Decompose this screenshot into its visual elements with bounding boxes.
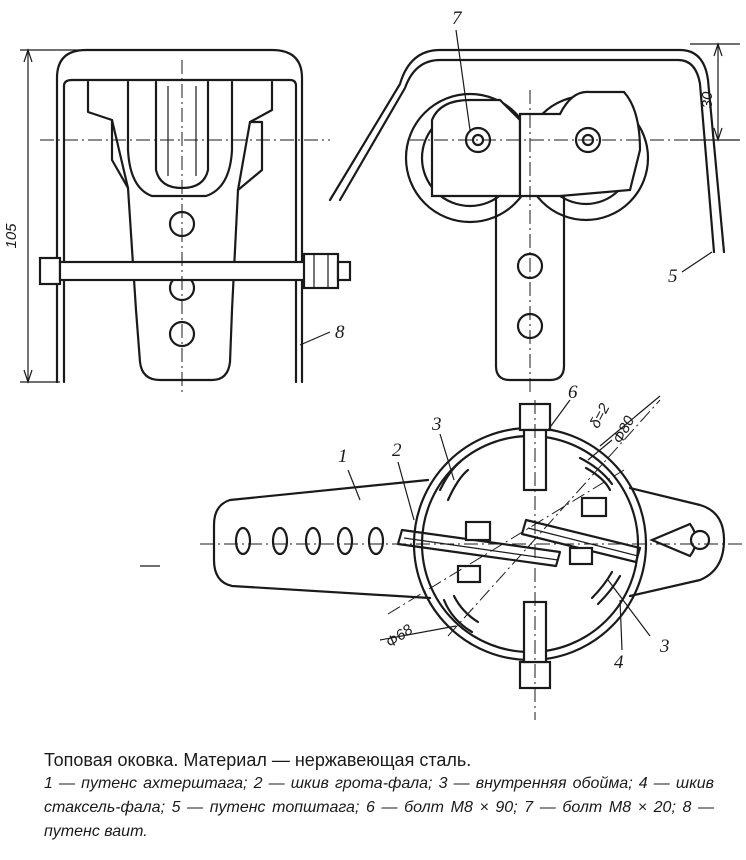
front-view [20,48,352,395]
side-view [328,29,740,395]
top-view [140,395,744,720]
label-5: 5 [668,266,678,287]
label-2: 2 [392,440,402,461]
label-7: 7 [452,8,463,29]
label-3-top: 3 [431,414,442,435]
label-1: 1 [338,446,348,467]
dim-dia-68: Ф68 [383,621,417,652]
caption-title: Топовая оковка. Материал — нержавеющая с… [44,750,472,770]
dim-gap: δ=2 [587,400,614,431]
caption-legend: 1 — путенс ахтерштага; 2 — шкив грота-фа… [44,775,714,840]
technical-drawing: 7 8 5 1 2 3 6 3 4 105 30 δ=2 Ф80 Ф68 [3,8,744,720]
label-3-bottom: 3 [659,636,670,657]
dim-105: 105 [3,223,20,249]
label-4: 4 [614,652,624,673]
dim-30: 30 [699,91,716,108]
label-6: 6 [568,382,578,403]
label-8: 8 [335,322,345,343]
figure-caption: Топовая оковка. Материал — нержавеющая с… [44,748,714,844]
